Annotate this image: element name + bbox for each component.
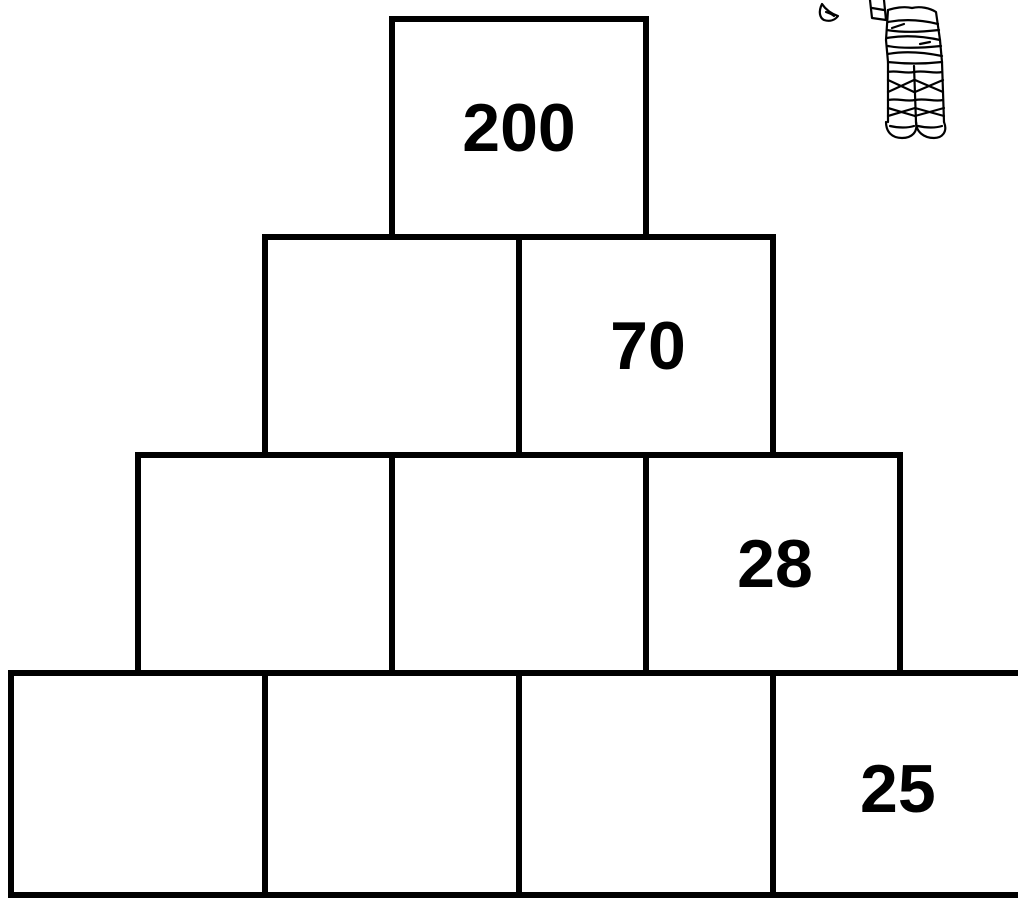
pyramid-cell	[262, 670, 522, 898]
mummy-icon	[808, 0, 998, 150]
pyramid-cell: 200	[389, 16, 649, 240]
pyramid-cell	[8, 670, 268, 898]
pyramid-cell	[262, 234, 522, 458]
pyramid-cell: 25	[770, 670, 1018, 898]
pyramid-cell	[389, 452, 649, 676]
pyramid-cell	[135, 452, 395, 676]
pyramid-cell: 70	[516, 234, 776, 458]
pyramid-cell	[516, 670, 776, 898]
pyramid-cell: 28	[643, 452, 903, 676]
